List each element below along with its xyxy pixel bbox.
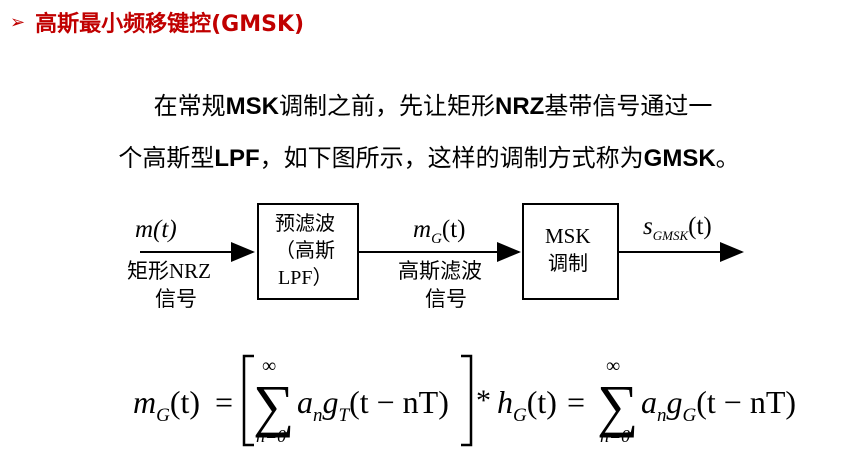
paragraph-segment: 个高斯型 [118, 144, 215, 172]
paragraph-segment: LPF [214, 145, 260, 172]
mid-caption-1: 高斯滤波 [398, 259, 482, 283]
svg-text:angG(t − nT): angG(t − nT) [641, 384, 796, 426]
svg-text:∞: ∞ [606, 355, 620, 377]
svg-text:n=0: n=0 [256, 426, 286, 446]
paragraph-segment: GMSK [643, 145, 716, 172]
svg-text:mG(t): mG(t) [133, 384, 200, 426]
prefilter-line-2: （高斯 [275, 239, 335, 262]
svg-text:=: = [215, 384, 233, 420]
svg-text:*: * [476, 384, 491, 417]
mid-signal-label: mG(t) [413, 216, 466, 247]
svg-text:=: = [567, 384, 585, 420]
paragraph-segment: MSK [225, 93, 279, 120]
paragraph-segment: NRZ [495, 93, 545, 120]
output-signal-label: sGMSK(t) [643, 213, 712, 243]
input-signal-label: m(t) [135, 216, 177, 243]
prefilter-line-1: 预滤波 [275, 212, 335, 235]
paragraph-segment: 。 [715, 144, 740, 172]
paragraph-line-1: 在常规MSK调制之前，先让矩形NRZ基带信号通过一 [0, 86, 866, 121]
paragraph-line-2: 个高斯型LPF，如下图所示，这样的调制方式称为GMSK。 [0, 138, 862, 173]
slide-heading: ➢ 高斯最小频移键控(GMSK) [10, 6, 304, 38]
paragraph-segment: 在常规 [153, 92, 226, 120]
paragraph-segment: 基带信号通过一 [544, 92, 713, 120]
msk-line-1: MSK [545, 224, 591, 248]
right-bracket [461, 354, 473, 447]
arrow-bullet-icon: ➢ [10, 11, 26, 33]
paragraph-segment: ，如下图所示，这样的调制方式称为 [259, 144, 644, 172]
svg-text:n=0: n=0 [600, 426, 630, 446]
left-bracket [242, 354, 254, 447]
svg-text:∞: ∞ [262, 355, 276, 377]
paragraph-segment: 调制之前，先让矩形 [279, 92, 495, 120]
gmsk-formula: mG(t) = ∞ ∑ n=0 angT(t − nT) * hG(t) = ∞… [133, 354, 796, 447]
svg-text:∑: ∑ [253, 373, 294, 438]
input-caption-1: 矩形NRZ [127, 259, 211, 283]
input-caption-2: 信号 [155, 287, 197, 311]
prefilter-block [257, 203, 359, 300]
svg-text:angT(t − nT): angT(t − nT) [297, 384, 449, 426]
msk-line-2: 调制 [548, 252, 588, 275]
prefilter-line-3: LPF） [278, 266, 332, 289]
msk-block [522, 203, 619, 300]
svg-text:hG(t): hG(t) [497, 384, 557, 426]
slide-title: 高斯最小频移键控(GMSK) [35, 12, 305, 37]
mid-caption-2: 信号 [425, 287, 467, 311]
svg-text:∑: ∑ [597, 373, 638, 438]
